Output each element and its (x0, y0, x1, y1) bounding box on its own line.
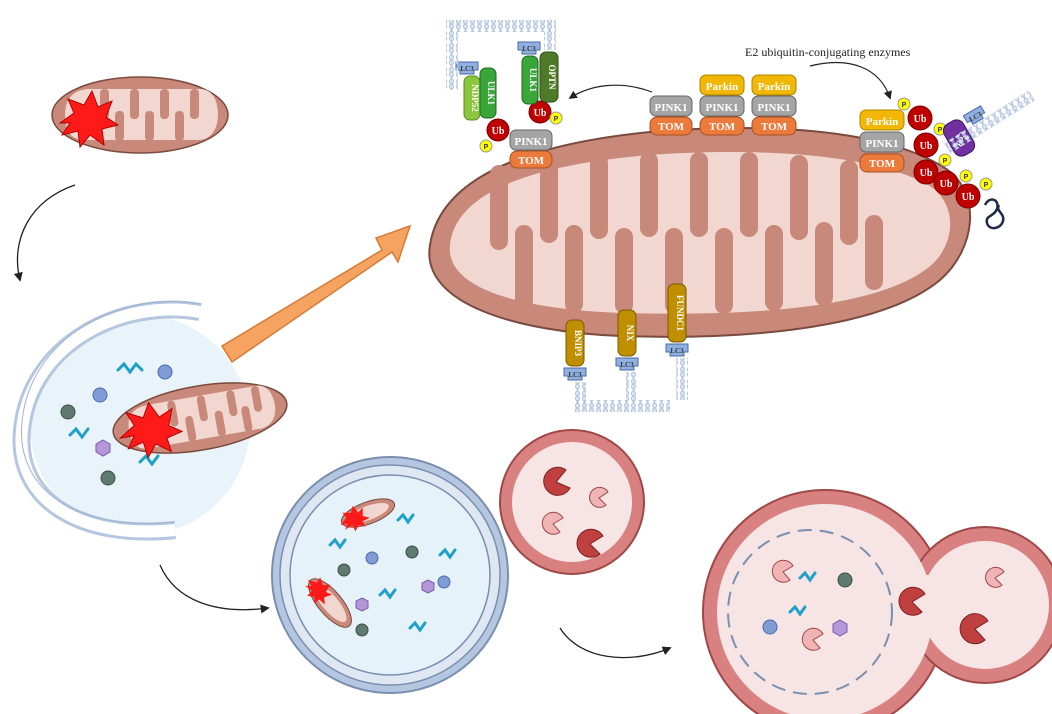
parkin-label: Parkin (866, 116, 898, 128)
tom-label: TOM (869, 158, 896, 170)
parkin-pink1-tom-complex-1: Parkin PINK1 TOM (699, 74, 745, 136)
damage-burst-icon (340, 505, 370, 532)
ndp52-label: NDP52 (470, 84, 480, 112)
phospho-label: P (964, 174, 969, 181)
nix-label: NIX (625, 325, 635, 342)
outer-membrane-receptors: BNIP3 NIX FUNDC1 LC3 LC3 LC3 (563, 283, 689, 412)
pink1-label: PINK1 (655, 102, 688, 114)
ub-label: Ub (920, 168, 933, 179)
autophagosome (271, 456, 509, 694)
pink1-tom-complex-1: PINK1 TOM (649, 95, 693, 136)
phospho-label: P (984, 182, 989, 189)
lysosome (499, 429, 645, 575)
lc3-label: LC3 (522, 45, 536, 53)
phagophore (12, 300, 288, 541)
parkin-pink1-tom-complex-2: Parkin PINK1 TOM (751, 74, 797, 136)
pink1-label: PINK1 (706, 102, 739, 114)
fundc1-label: FUNDC1 (675, 295, 685, 331)
flow-arrow-2 (159, 564, 270, 614)
ub-label: Ub (914, 114, 927, 125)
damage-burst-icon (305, 577, 333, 605)
autolysosome (702, 489, 1052, 714)
flow-arrow-pink1-left (568, 84, 653, 99)
phospho-label: P (484, 144, 489, 151)
ulk1-label: ULK1 (486, 81, 496, 106)
parkin-label: Parkin (758, 81, 790, 93)
flow-arrow-1 (13, 184, 76, 282)
ub-label: Ub (962, 192, 975, 203)
parkin-label: Parkin (706, 81, 738, 93)
bnip3-label: BNIP3 (573, 330, 583, 357)
lc3-label: LC3 (670, 347, 684, 355)
tom-label: TOM (709, 121, 736, 133)
optn-label: OPTN (547, 64, 557, 90)
lc3-label: LC3 (620, 361, 634, 369)
damaged-mitochondrion-top (51, 76, 229, 154)
lc3-label: LC3 (460, 65, 474, 73)
large-mitochondrion (428, 127, 972, 338)
tom-label: TOM (518, 155, 545, 167)
ub-label: Ub (920, 141, 933, 152)
phospho-label: P (943, 158, 948, 165)
lc3-label: LC3 (568, 371, 582, 379)
damage-burst-icon (58, 89, 120, 149)
ub-label: Ub (940, 179, 953, 190)
pink1-label: PINK1 (515, 136, 548, 148)
phospho-label: P (938, 127, 943, 134)
e2-caption: E2 ubiquitin-conjugating enzymes (745, 45, 911, 59)
phospho-label: P (554, 116, 559, 123)
damage-burst-icon (118, 401, 184, 459)
flow-arrow-e2 (809, 62, 892, 100)
tom-label: TOM (761, 121, 788, 133)
pink1-receptor-complex: PINK1 TOM Ub Ub P P NDP52 ULK1 ULK1 OPTN… (446, 20, 563, 169)
ub-label: Ub (534, 108, 547, 119)
tom-label: TOM (658, 121, 685, 133)
pink1-label: PINK1 (758, 102, 791, 114)
zoom-arrow (220, 224, 412, 364)
ulk1-label: ULK1 (528, 68, 538, 93)
flow-arrow-3 (559, 627, 672, 659)
ub-label: Ub (492, 126, 505, 137)
pink1-label: PINK1 (866, 138, 899, 150)
phospho-label: P (902, 102, 907, 109)
parkin-ub-chain-complex: Parkin PINK1 TOM P Ub Ub P P Ub Ub P Ub … (859, 90, 1035, 230)
